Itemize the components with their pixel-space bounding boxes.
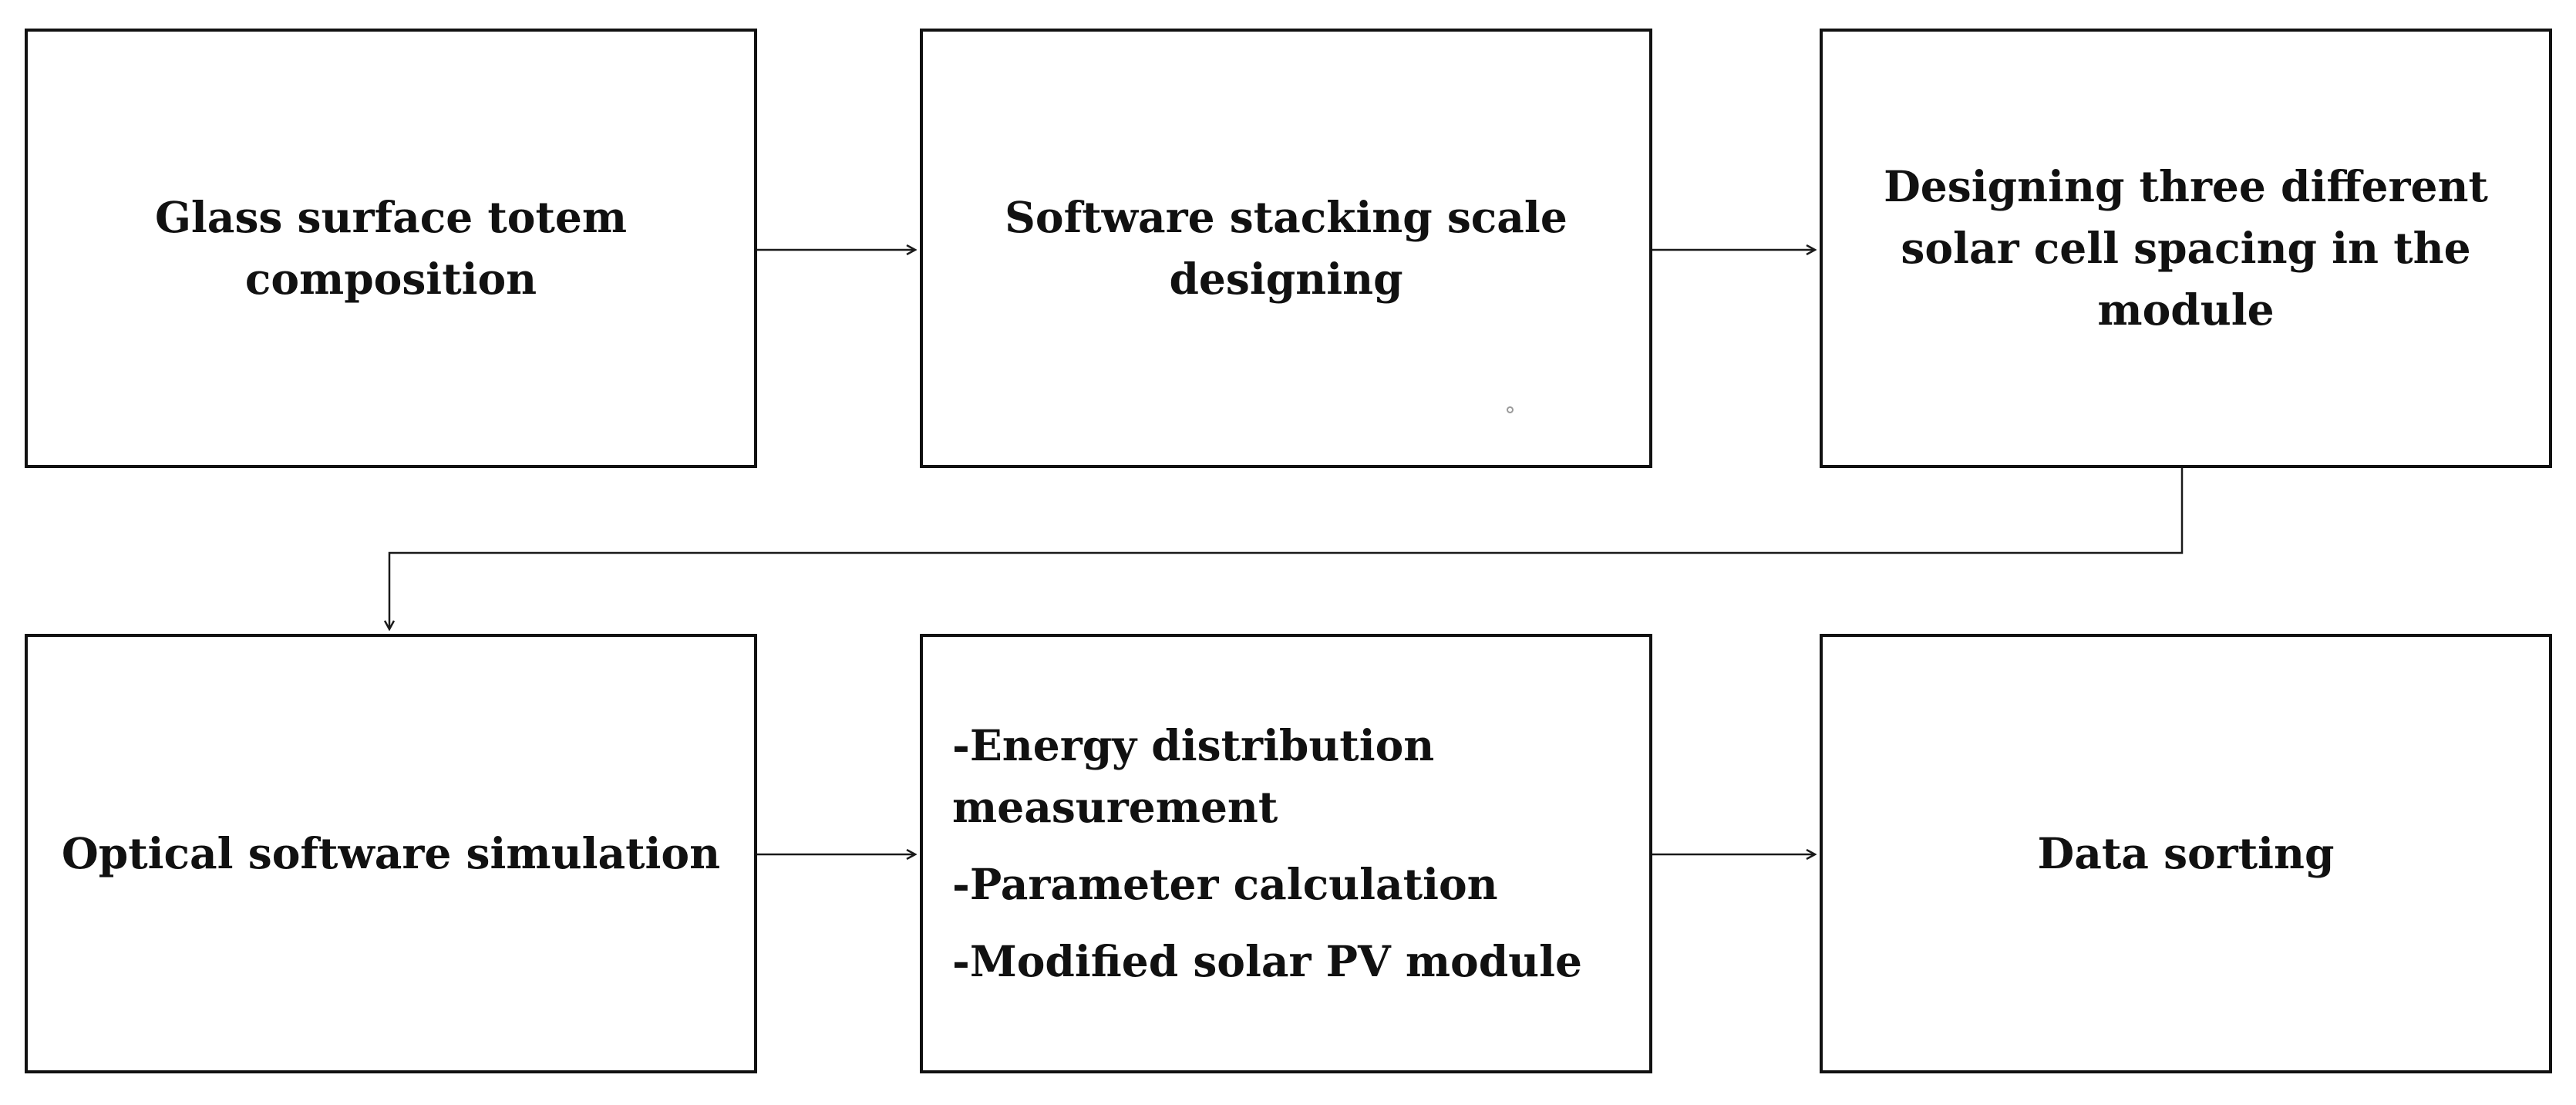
step-box-glass-surface-totem-composition: Glass surface totem composition [25,29,757,468]
step-label: Software stacking scale designing [1005,192,1567,304]
step-item-modified-pv-module: -Modified solar PV module [952,936,1583,986]
step-label: Designing three different solar cell spa… [1884,161,2488,335]
step-item-list: -Energy distribution measurement -Parame… [923,715,1649,992]
step-box-data-sorting: Data sorting [1820,634,2552,1073]
step-item-energy-distribution: -Energy distribution measurement [952,720,1435,832]
step-label: Optical software simulation [61,828,721,878]
step-box-measurement-and-calculation: -Energy distribution measurement -Parame… [920,634,1652,1073]
step-item-parameter-calculation: -Parameter calculation [952,859,1498,909]
stray-circle-mark [1507,406,1514,413]
step-label: Data sorting [2037,828,2335,878]
arrow-step-3-to-step-4 [389,468,2184,629]
step-box-software-stacking-scale-designing: Software stacking scale designing [920,29,1652,468]
step-label: Glass surface totem composition [154,192,628,304]
step-box-optical-software-simulation: Optical software simulation [25,634,757,1073]
step-box-designing-solar-cell-spacing: Designing three different solar cell spa… [1820,29,2552,468]
